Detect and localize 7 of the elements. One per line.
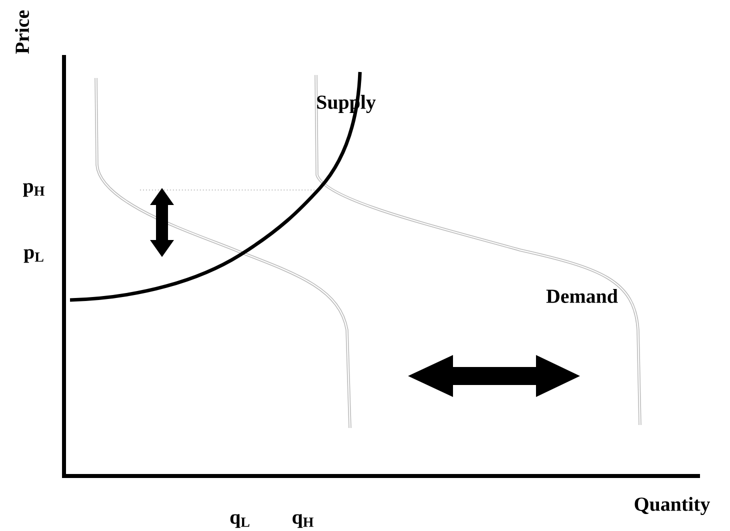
tick-label: q$_{H}$ <box>292 514 314 528</box>
tick-label: p$_{L}$ <box>24 249 44 263</box>
tick-label: q$_{L}$ <box>230 514 250 528</box>
curve-label: Demand <box>546 288 618 303</box>
axis-label: Quantity <box>634 496 710 516</box>
axis-label: Price <box>15 10 30 54</box>
tick-label: p$_{H}$ <box>23 183 44 197</box>
